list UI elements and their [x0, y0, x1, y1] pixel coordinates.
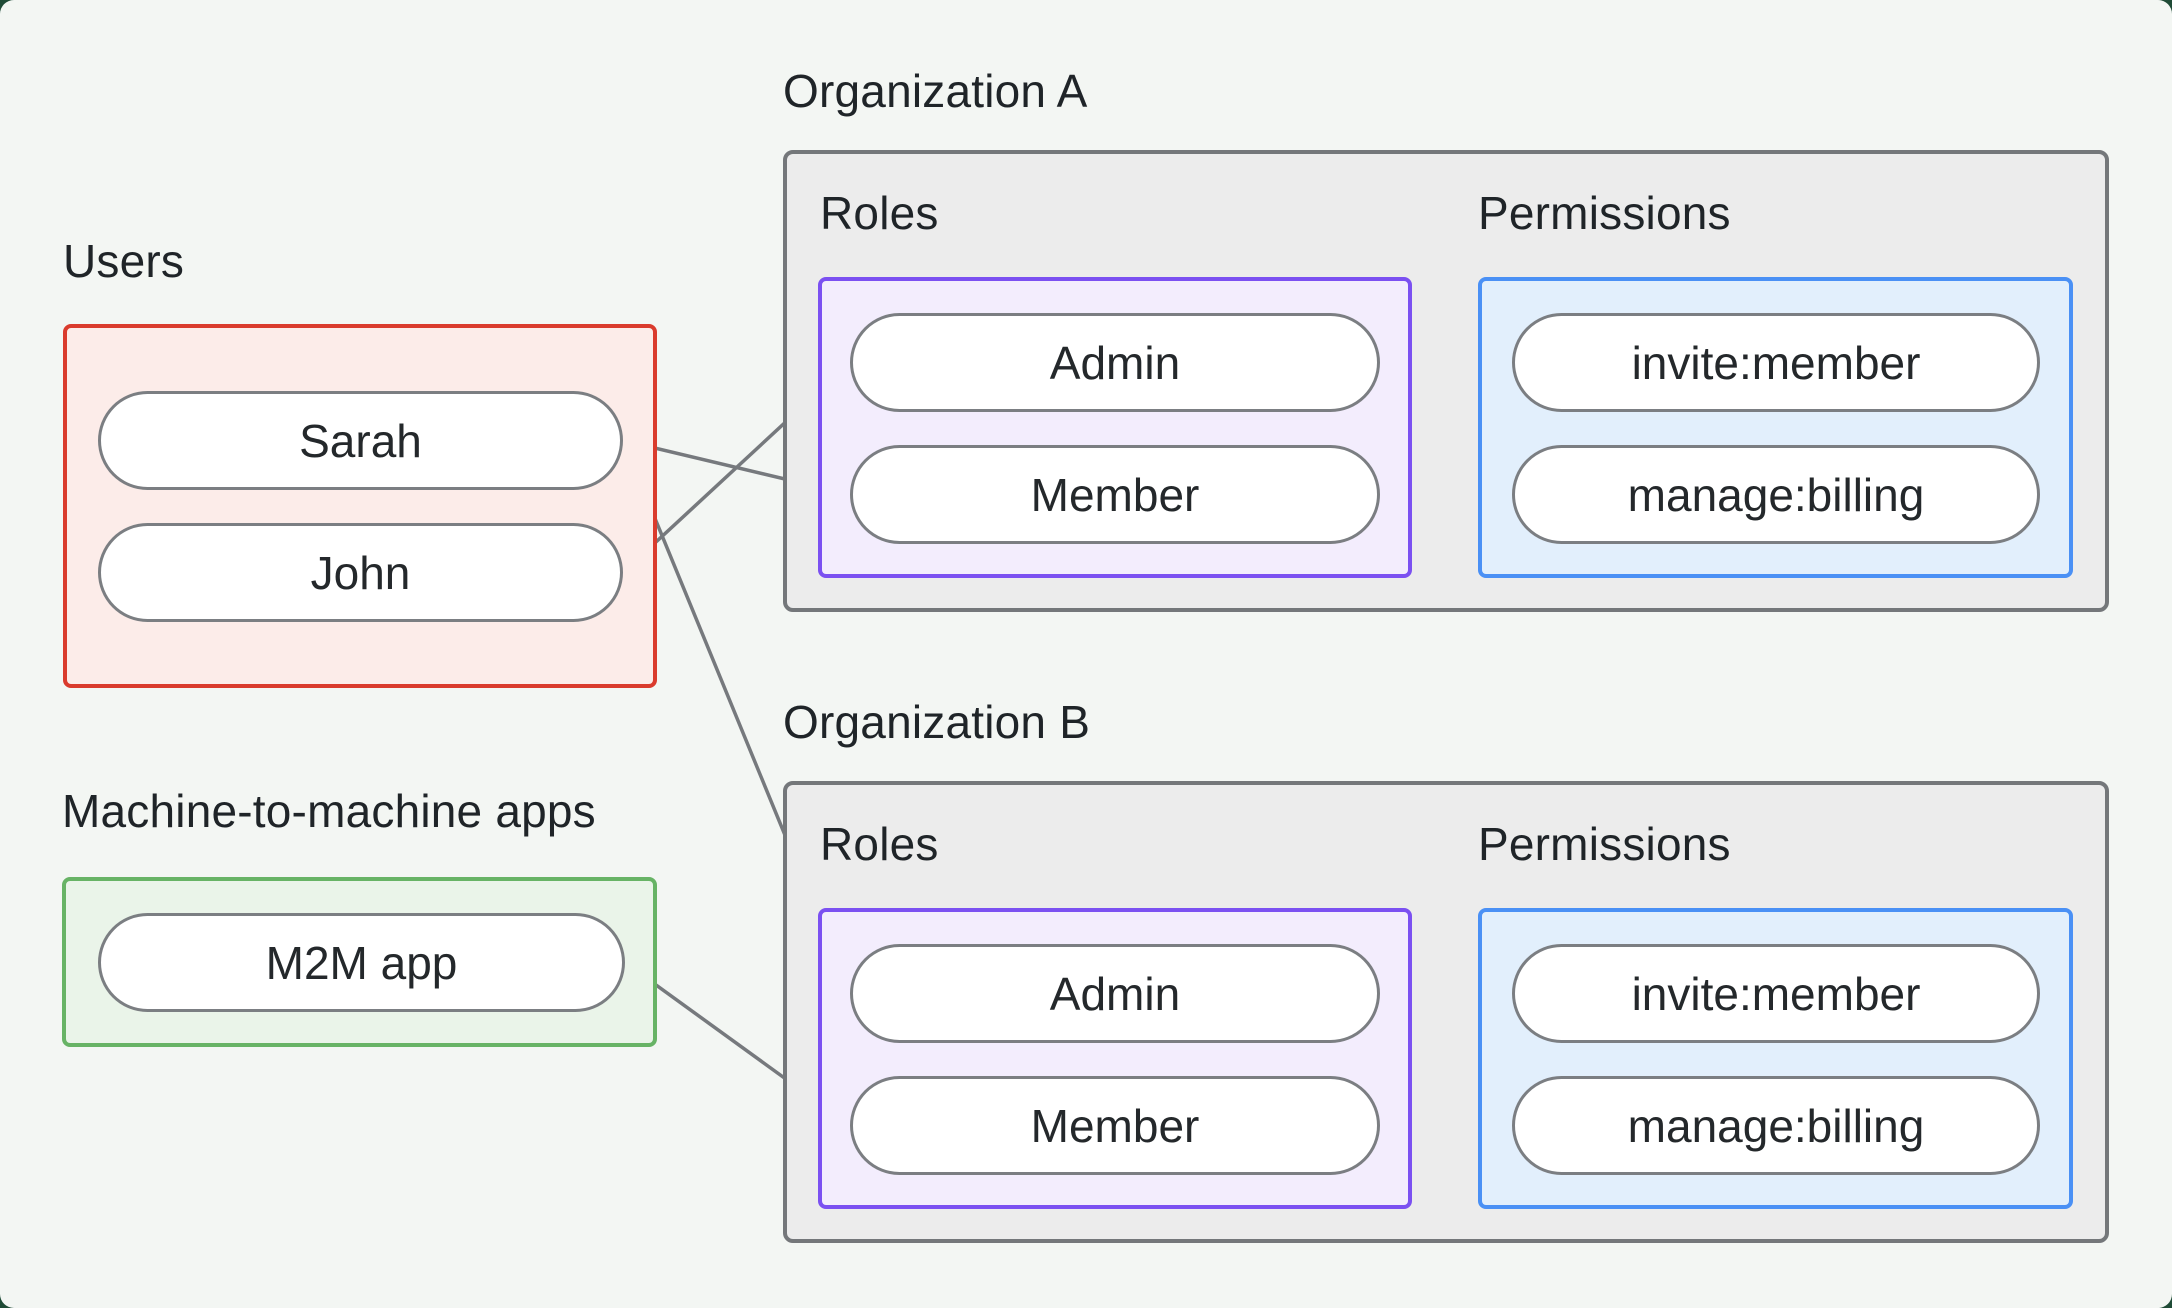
org-b-permissions-label: Permissions — [1478, 818, 1731, 870]
org-b-role-member-label: Member — [1030, 1099, 1200, 1152]
org-b-role-admin: Admin — [850, 944, 1380, 1043]
user-node-sarah: Sarah — [98, 391, 623, 490]
m2m-group-title: Machine-to-machine apps — [62, 785, 596, 837]
org-a-role-admin: Admin — [850, 313, 1380, 412]
users-group-title: Users — [63, 235, 185, 287]
org-b-role-member: Member — [850, 1076, 1380, 1175]
org-a-permissions-label: Permissions — [1478, 187, 1731, 239]
org-b-role-admin-label: Admin — [1049, 967, 1181, 1020]
org-a-permission-manage-billing-label: manage:billing — [1627, 468, 1925, 521]
org-a-role-member-label: Member — [1030, 468, 1200, 521]
m2m-app-node-label: M2M app — [265, 936, 458, 989]
org-a-title: Organization A — [783, 65, 1088, 117]
org-b-permission-invite-member: invite:member — [1512, 944, 2040, 1043]
user-node-john: John — [98, 523, 623, 622]
org-b-permission-manage-billing: manage:billing — [1512, 1076, 2040, 1175]
org-a-roles-label: Roles — [820, 187, 939, 239]
user-node-sarah-label: Sarah — [299, 414, 422, 467]
org-a-permission-manage-billing: manage:billing — [1512, 445, 2040, 544]
org-b-permission-manage-billing-label: manage:billing — [1627, 1099, 1925, 1152]
org-b-title: Organization B — [783, 696, 1091, 748]
org-a-role-member: Member — [850, 445, 1380, 544]
users-group-box — [63, 324, 657, 688]
org-b-roles-label: Roles — [820, 818, 939, 870]
org-a-permission-invite-member-label: invite:member — [1631, 336, 1921, 389]
org-b-permission-invite-member-label: invite:member — [1631, 967, 1921, 1020]
org-a-permission-invite-member: invite:member — [1512, 313, 2040, 412]
user-node-john-label: John — [310, 546, 411, 599]
m2m-app-node: M2M app — [98, 913, 625, 1012]
org-a-role-admin-label: Admin — [1049, 336, 1181, 389]
